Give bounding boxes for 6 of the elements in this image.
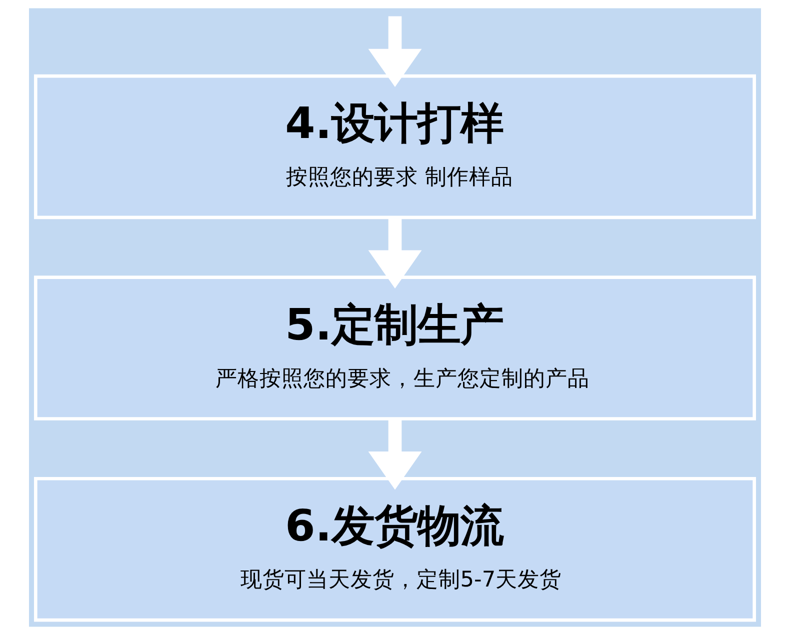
node-box: 5.定制生产 严格按照您的要求，生产您定制的产品: [34, 276, 756, 420]
node-box: 4.设计打样 按照您的要求 制作样品: [34, 74, 756, 220]
arrow: [368, 418, 422, 490]
node-box: 6.发货物流 现货可当天发货，定制5-7天发货: [34, 476, 756, 622]
arrow: [368, 218, 422, 288]
arrow: [368, 16, 422, 88]
